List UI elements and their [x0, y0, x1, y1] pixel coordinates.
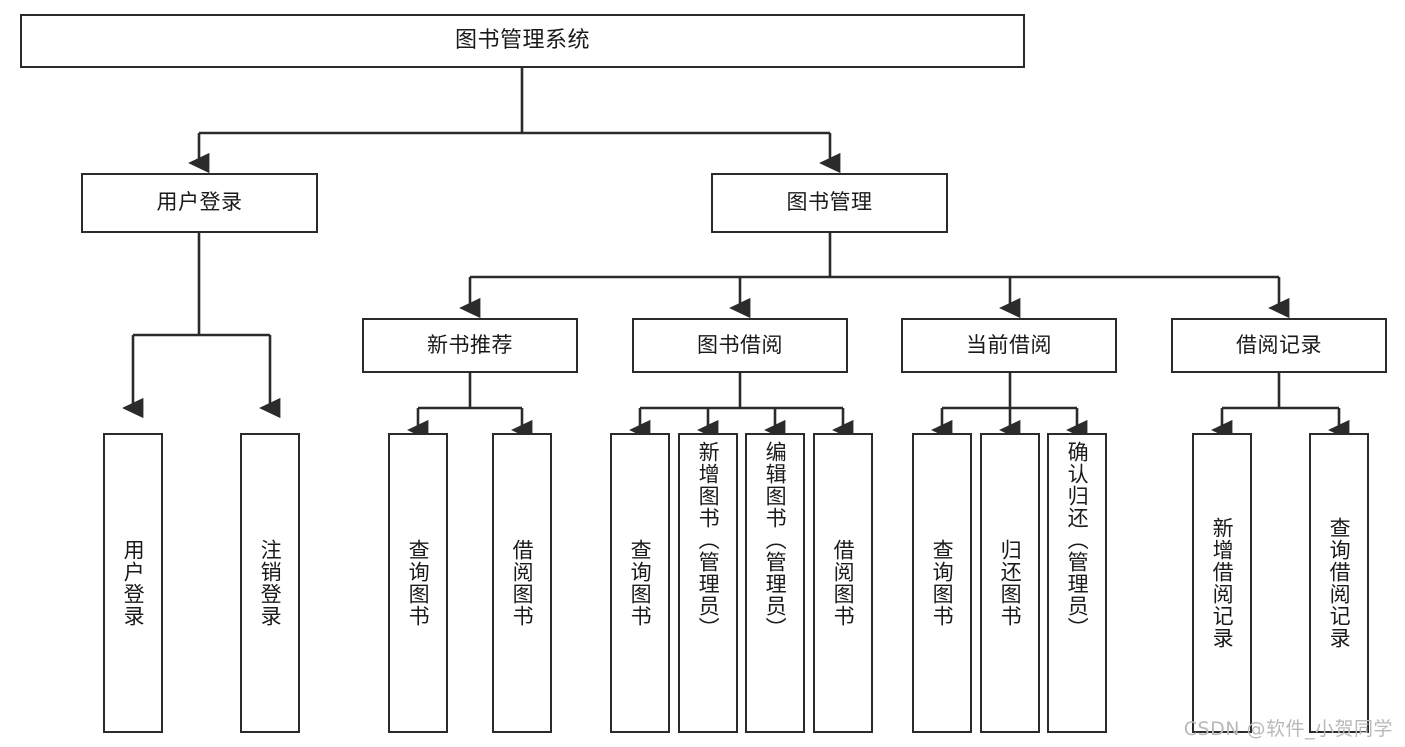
leaf-label: 注销登录: [258, 539, 283, 627]
leaf-label: 新增借阅记录: [1210, 517, 1235, 649]
node-current-borrow[interactable]: 当前借阅: [901, 318, 1117, 373]
leaf-label: 查询图书: [406, 539, 431, 627]
leaf-record-add-record[interactable]: 新增借阅记录: [1192, 433, 1252, 733]
watermark-text: CSDN @软件_小贺同学: [1183, 718, 1393, 740]
leaf-borrow-query-book[interactable]: 查询图书: [610, 433, 670, 733]
leaf-borrow-borrow-book[interactable]: 借阅图书: [813, 433, 873, 733]
node-borrow-record[interactable]: 借阅记录: [1171, 318, 1387, 373]
leaf-label: 查询图书: [930, 539, 955, 627]
leaf-current-return-book[interactable]: 归还图书: [980, 433, 1040, 733]
leaf-borrow-add-book-admin[interactable]: 新增图书（管理员）: [678, 433, 738, 733]
node-book-borrow[interactable]: 图书借阅: [632, 318, 848, 373]
leaf-recommend-borrow-book[interactable]: 借阅图书: [492, 433, 552, 733]
node-book-management[interactable]: 图书管理: [711, 173, 948, 233]
leaf-user-login-logout[interactable]: 注销登录: [240, 433, 300, 733]
leaf-label: 归还图书: [998, 539, 1023, 627]
leaf-recommend-query-book[interactable]: 查询图书: [388, 433, 448, 733]
leaf-record-query-record[interactable]: 查询借阅记录: [1309, 433, 1369, 733]
leaf-label: 新增图书（管理员）: [696, 441, 721, 639]
leaf-label: 查询图书: [628, 539, 653, 627]
leaf-user-login-login[interactable]: 用户登录: [103, 433, 163, 733]
node-user-login[interactable]: 用户登录: [81, 173, 318, 233]
leaf-label: 确认归还（管理员）: [1065, 441, 1090, 639]
leaf-label: 编辑图书（管理员）: [763, 441, 788, 639]
leaf-label: 借阅图书: [831, 539, 856, 627]
leaf-label: 用户登录: [121, 539, 146, 627]
leaf-label: 查询借阅记录: [1327, 517, 1352, 649]
node-root-system[interactable]: 图书管理系统: [20, 14, 1025, 68]
leaf-borrow-edit-book-admin[interactable]: 编辑图书（管理员）: [745, 433, 805, 733]
node-new-book-recommend[interactable]: 新书推荐: [362, 318, 578, 373]
leaf-current-confirm-return-admin[interactable]: 确认归还（管理员）: [1047, 433, 1107, 733]
leaf-current-query-book[interactable]: 查询图书: [912, 433, 972, 733]
leaf-label: 借阅图书: [510, 539, 535, 627]
